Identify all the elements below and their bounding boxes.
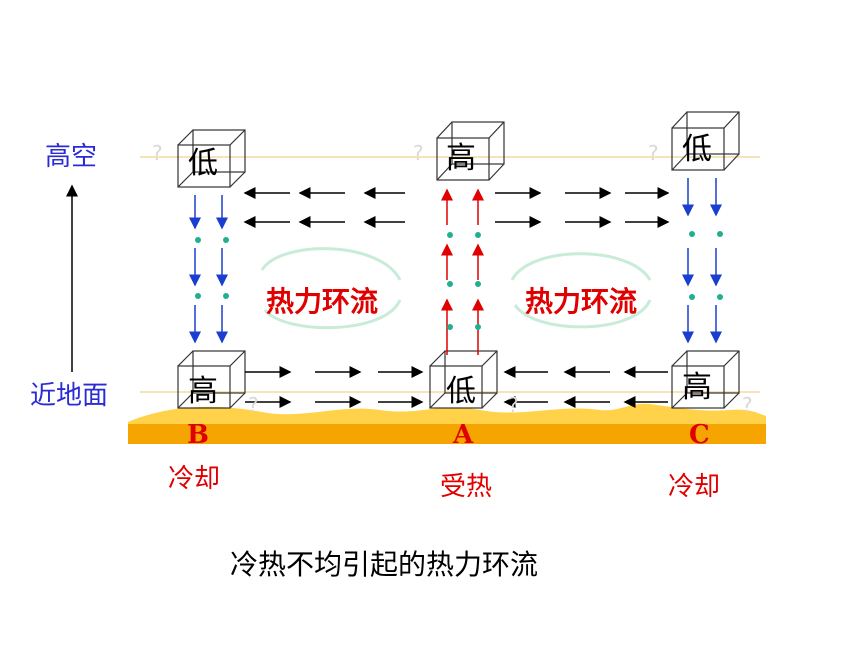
- descending-arrows-c: [682, 178, 722, 344]
- high-altitude-label: 高空: [45, 142, 98, 172]
- upper-flow-arrows: [243, 187, 670, 228]
- circulation-label-left: 热力环流: [266, 285, 379, 318]
- location-state-b: 冷却: [168, 464, 221, 494]
- air-particle-dots: [195, 231, 723, 330]
- svg-text:?: ?: [413, 141, 424, 165]
- pressure-top-left: 低: [188, 146, 218, 181]
- pressure-bottom-left: 高: [188, 374, 218, 409]
- location-letter-a: A: [453, 420, 474, 450]
- svg-text:?: ?: [152, 141, 163, 165]
- location-state-c: 冷却: [668, 472, 721, 502]
- pressure-top-middle: 高: [446, 141, 476, 176]
- cube-top-left: [177, 129, 246, 188]
- near-ground-label: 近地面: [30, 381, 109, 411]
- cube-bottom-right: [671, 350, 740, 409]
- pressure-bottom-middle: 低: [446, 374, 476, 409]
- circulation-arcs: [260, 247, 652, 330]
- decorative-marks: ? ? ? ? ? ?: [152, 141, 753, 417]
- location-state-a: 受热: [440, 472, 493, 502]
- svg-text:?: ?: [248, 393, 259, 417]
- pressure-top-right: 低: [682, 132, 712, 167]
- location-letter-b: B: [187, 420, 209, 450]
- descending-arrows-b: [189, 195, 228, 344]
- svg-text:?: ?: [742, 393, 753, 417]
- cube-top-middle: [436, 121, 505, 181]
- lower-flow-arrows: [245, 366, 668, 408]
- diagram-caption: 冷热不均引起的热力环流: [230, 548, 539, 581]
- ground-surface: [128, 403, 766, 444]
- circulation-label-right: 热力环流: [525, 285, 638, 318]
- pressure-bottom-right: 高: [682, 370, 712, 405]
- location-letter-c: C: [689, 420, 710, 450]
- cube-top-right: [671, 111, 740, 171]
- cube-bottom-middle: [429, 350, 498, 409]
- svg-text:?: ?: [648, 141, 659, 165]
- ascending-arrows-a: [441, 188, 484, 355]
- svg-text:?: ?: [508, 393, 519, 417]
